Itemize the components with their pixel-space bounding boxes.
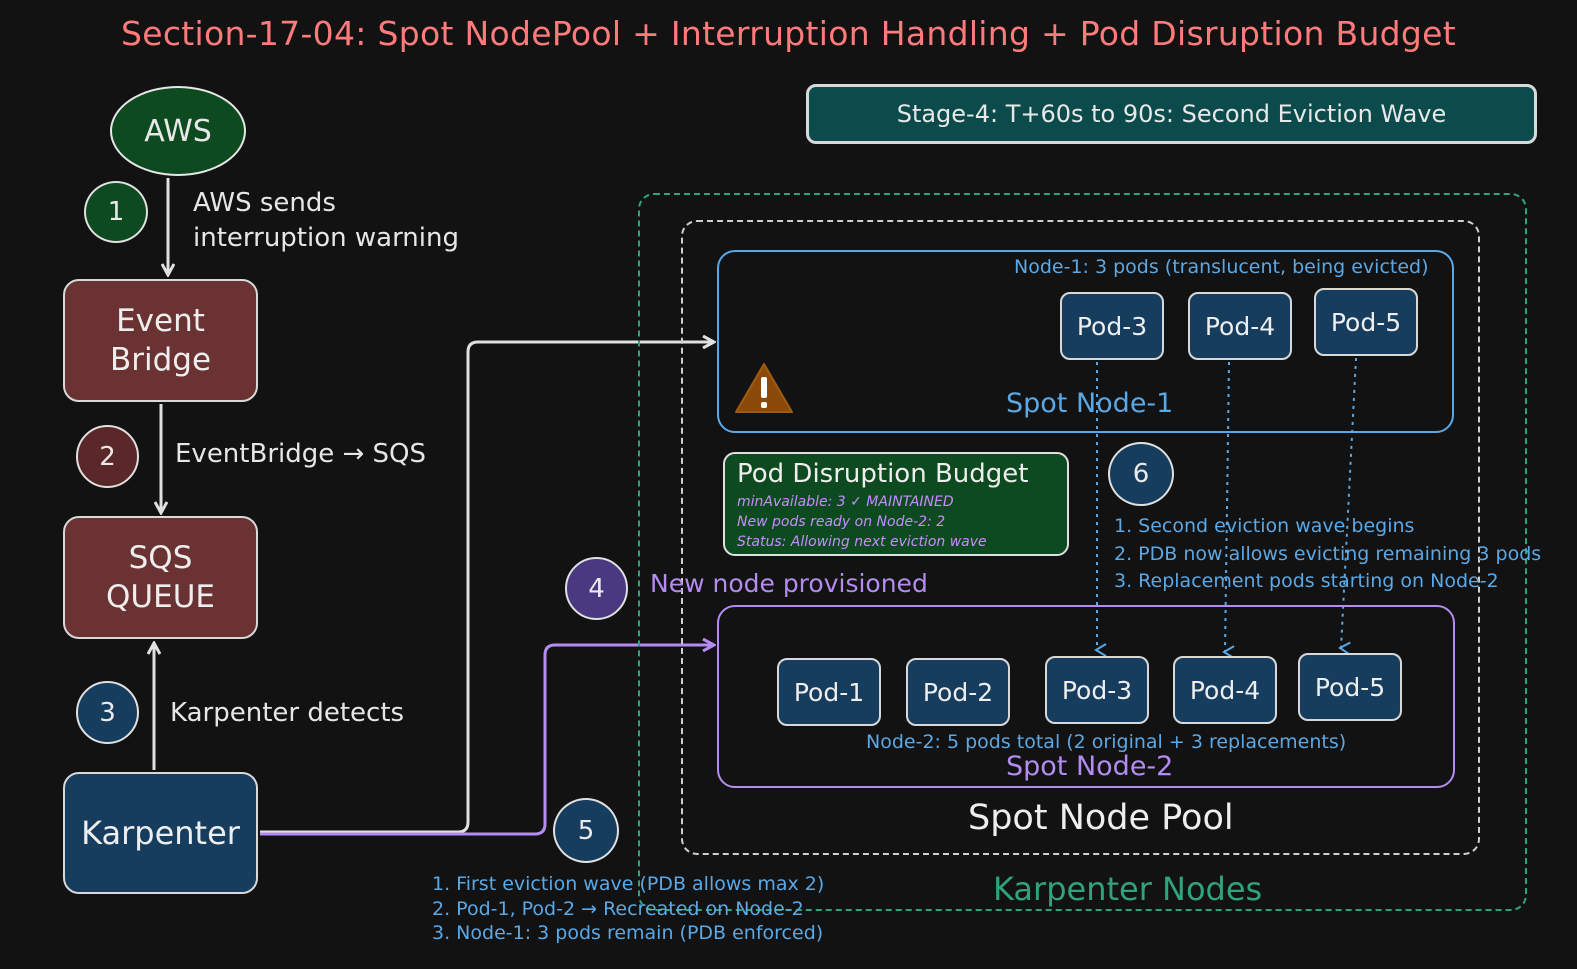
step-2-badge: 2 [76, 425, 139, 488]
step-4-badge: 4 [565, 557, 628, 620]
karpenter-nodes-label: Karpenter Nodes [993, 870, 1263, 908]
node2-caption: Node-2: 5 pods total (2 original + 3 rep… [866, 731, 1347, 753]
step-3-badge: 3 [76, 681, 139, 744]
label-aws-sends: AWS sends interruption warning [193, 188, 459, 254]
karpenter-nodes-boundary [638, 193, 1527, 911]
label-karpenter-detects: Karpenter detects [170, 698, 405, 728]
pdb-line-2: New pods ready on Node-2: 2 [737, 514, 946, 531]
pdb-title: Pod Disruption Budget [737, 459, 1029, 489]
step6-notes: 1. Second eviction wave begins 2. PDB no… [1114, 515, 1542, 593]
node2-name: Spot Node-2 [1006, 751, 1174, 782]
node2-pod-5: Pod-5 [1298, 653, 1402, 721]
spot-node-pool-label: Spot Node Pool [968, 798, 1234, 838]
node1-caption: Node-1: 3 pods (translucent, being evict… [1014, 256, 1429, 278]
node1-pod-5: Pod-5 [1314, 288, 1418, 356]
karpenter-box: Karpenter [63, 772, 258, 894]
pdb-line-3: Status: Allowing next eviction wave [737, 534, 987, 551]
aws-node: AWS [110, 86, 246, 176]
node2-pod-1: Pod-1 [777, 658, 881, 726]
node2-pod-2: Pod-2 [906, 658, 1010, 726]
spot-node-2 [717, 605, 1455, 788]
diagram-title: Section-17-04: Spot NodePool + Interrupt… [120, 14, 1457, 53]
arrow-karpenter-node1 [260, 342, 713, 834]
arrow-karpenter-node2 [260, 645, 713, 836]
node2-pod-3: Pod-3 [1045, 656, 1149, 724]
stage-banner: Stage-4: T+60s to 90s: Second Eviction W… [806, 84, 1537, 144]
spot-node-1 [717, 250, 1454, 433]
node1-pod-3: Pod-3 [1060, 292, 1164, 360]
label-eventbridge-sqs: EventBridge → SQS [175, 439, 427, 469]
node2-pod-4: Pod-4 [1173, 656, 1277, 724]
step-6-badge: 6 [1108, 442, 1174, 506]
spot-node-pool-boundary [681, 220, 1480, 855]
step5-notes: 1. First eviction wave (PDB allows max 2… [432, 873, 825, 945]
step-5-badge: 5 [553, 798, 619, 863]
pod-disruption-budget-box: Pod Disruption Budget minAvailable: 3 ✓ … [723, 452, 1069, 556]
evict-line-pod4 [1222, 361, 1235, 659]
warning-icon [735, 363, 793, 413]
evict-line-pod5 [1338, 357, 1357, 656]
node1-name: Spot Node-1 [1006, 388, 1174, 419]
node1-pod-4: Pod-4 [1188, 292, 1292, 360]
step-1-badge: 1 [84, 181, 148, 243]
pdb-line-1: minAvailable: 3 ✓ MAINTAINED [737, 493, 954, 510]
label-new-node: New node provisioned [650, 569, 928, 598]
